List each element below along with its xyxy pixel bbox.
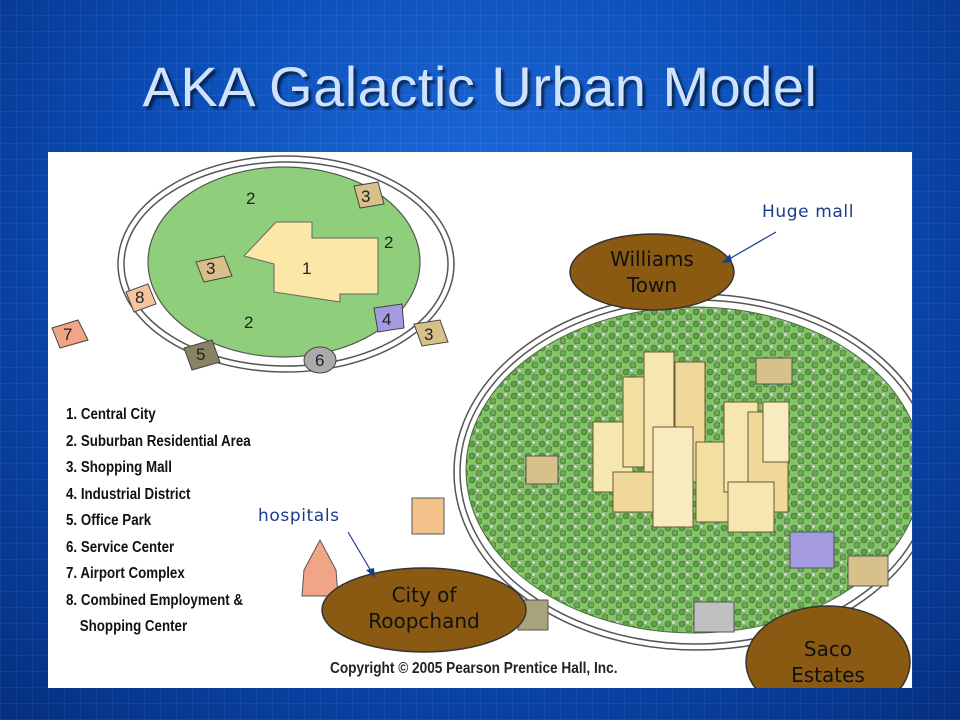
- outlying-building: [525, 455, 559, 485]
- city-of-roopchand-label: City of Roopchand: [368, 583, 480, 633]
- city-of-roopchand-oval: [321, 567, 527, 653]
- industrial-district: 4: [373, 303, 405, 333]
- airport-complex: 7: [51, 319, 89, 349]
- beltway-inner: [123, 161, 449, 367]
- shopping-mall-right: 3: [413, 319, 449, 347]
- zone-2-label-top: 2: [246, 189, 255, 208]
- office-park-buildings: [693, 601, 735, 633]
- huge-mall-annotation: Huge mall: [762, 202, 855, 222]
- airport-tower: [301, 538, 339, 597]
- illustrated-city: [301, 231, 912, 688]
- beltway-outer: [117, 155, 455, 373]
- zone-2-label-bottom: 2: [244, 313, 253, 332]
- svg-text:3: 3: [361, 187, 370, 206]
- williams-town-label: Williams Town: [610, 247, 694, 297]
- legend: 1. Central City 2. Suburban Residential …: [66, 402, 251, 641]
- galactic-model-diagram: 1 2 2 2 3 3 3 4: [51, 155, 912, 688]
- legend-item-industrial: 4. Industrial District: [66, 485, 191, 503]
- svg-text:7: 7: [63, 325, 72, 344]
- slide-title: AKA Galactic Urban Model: [142, 55, 818, 118]
- huge-mall-arrowhead: [722, 254, 732, 263]
- huge-mall-arrow: [723, 231, 777, 263]
- saco-estates-label: Saco Estates: [791, 637, 865, 687]
- legend-item-shopping-mall: 3. Shopping Mall: [66, 459, 172, 476]
- legend-item-suburban: 2. Suburban Residential Area: [66, 432, 251, 450]
- hospitals-arrowhead: [366, 568, 375, 578]
- outlying-building: [411, 497, 445, 535]
- downtown-buildings: [592, 351, 790, 533]
- svg-text:3: 3: [206, 259, 215, 278]
- central-city-zone: [243, 221, 379, 303]
- legend-item-combined: 8. Combined Employment &: [66, 591, 244, 609]
- hospitals-arrow: [347, 531, 375, 577]
- svg-text:4: 4: [382, 310, 391, 329]
- legend-item-office-park: 5. Office Park: [66, 512, 152, 529]
- copyright-notice: Copyright © 2005 Pearson Prentice Hall, …: [330, 660, 618, 677]
- shopping-mall-left: 3: [195, 255, 233, 283]
- legend-item-service-center: 6. Service Center: [66, 538, 175, 556]
- legend-item-combined-cont: Shopping Center: [79, 618, 188, 635]
- schematic-model: 1 2 2 2 3 3 3 4: [51, 155, 455, 374]
- outlying-building: [847, 555, 889, 587]
- combined-employment-center: 8: [125, 283, 157, 313]
- svg-text:6: 6: [315, 351, 324, 370]
- office-park: 5: [183, 339, 221, 371]
- svg-text:8: 8: [135, 288, 144, 307]
- zone-2-label-right: 2: [384, 233, 393, 252]
- hospitals-annotation: hospitals: [258, 506, 340, 526]
- legend-item-airport: 7. Airport Complex: [66, 565, 185, 582]
- williams-town-oval: [569, 233, 735, 311]
- service-center: 6: [303, 346, 337, 374]
- industrial-buildings: [789, 531, 835, 569]
- diagram-panel: 1 2 2 2 3 3 3 4: [48, 152, 912, 688]
- legend-item-central-city: 1. Central City: [66, 406, 156, 423]
- zone-1-label: 1: [302, 259, 311, 278]
- svg-text:5: 5: [196, 345, 205, 364]
- svg-text:3: 3: [424, 325, 433, 344]
- saco-estates-oval: [745, 605, 911, 688]
- outlying-building: [755, 357, 793, 385]
- shopping-mall-top: 3: [353, 181, 385, 209]
